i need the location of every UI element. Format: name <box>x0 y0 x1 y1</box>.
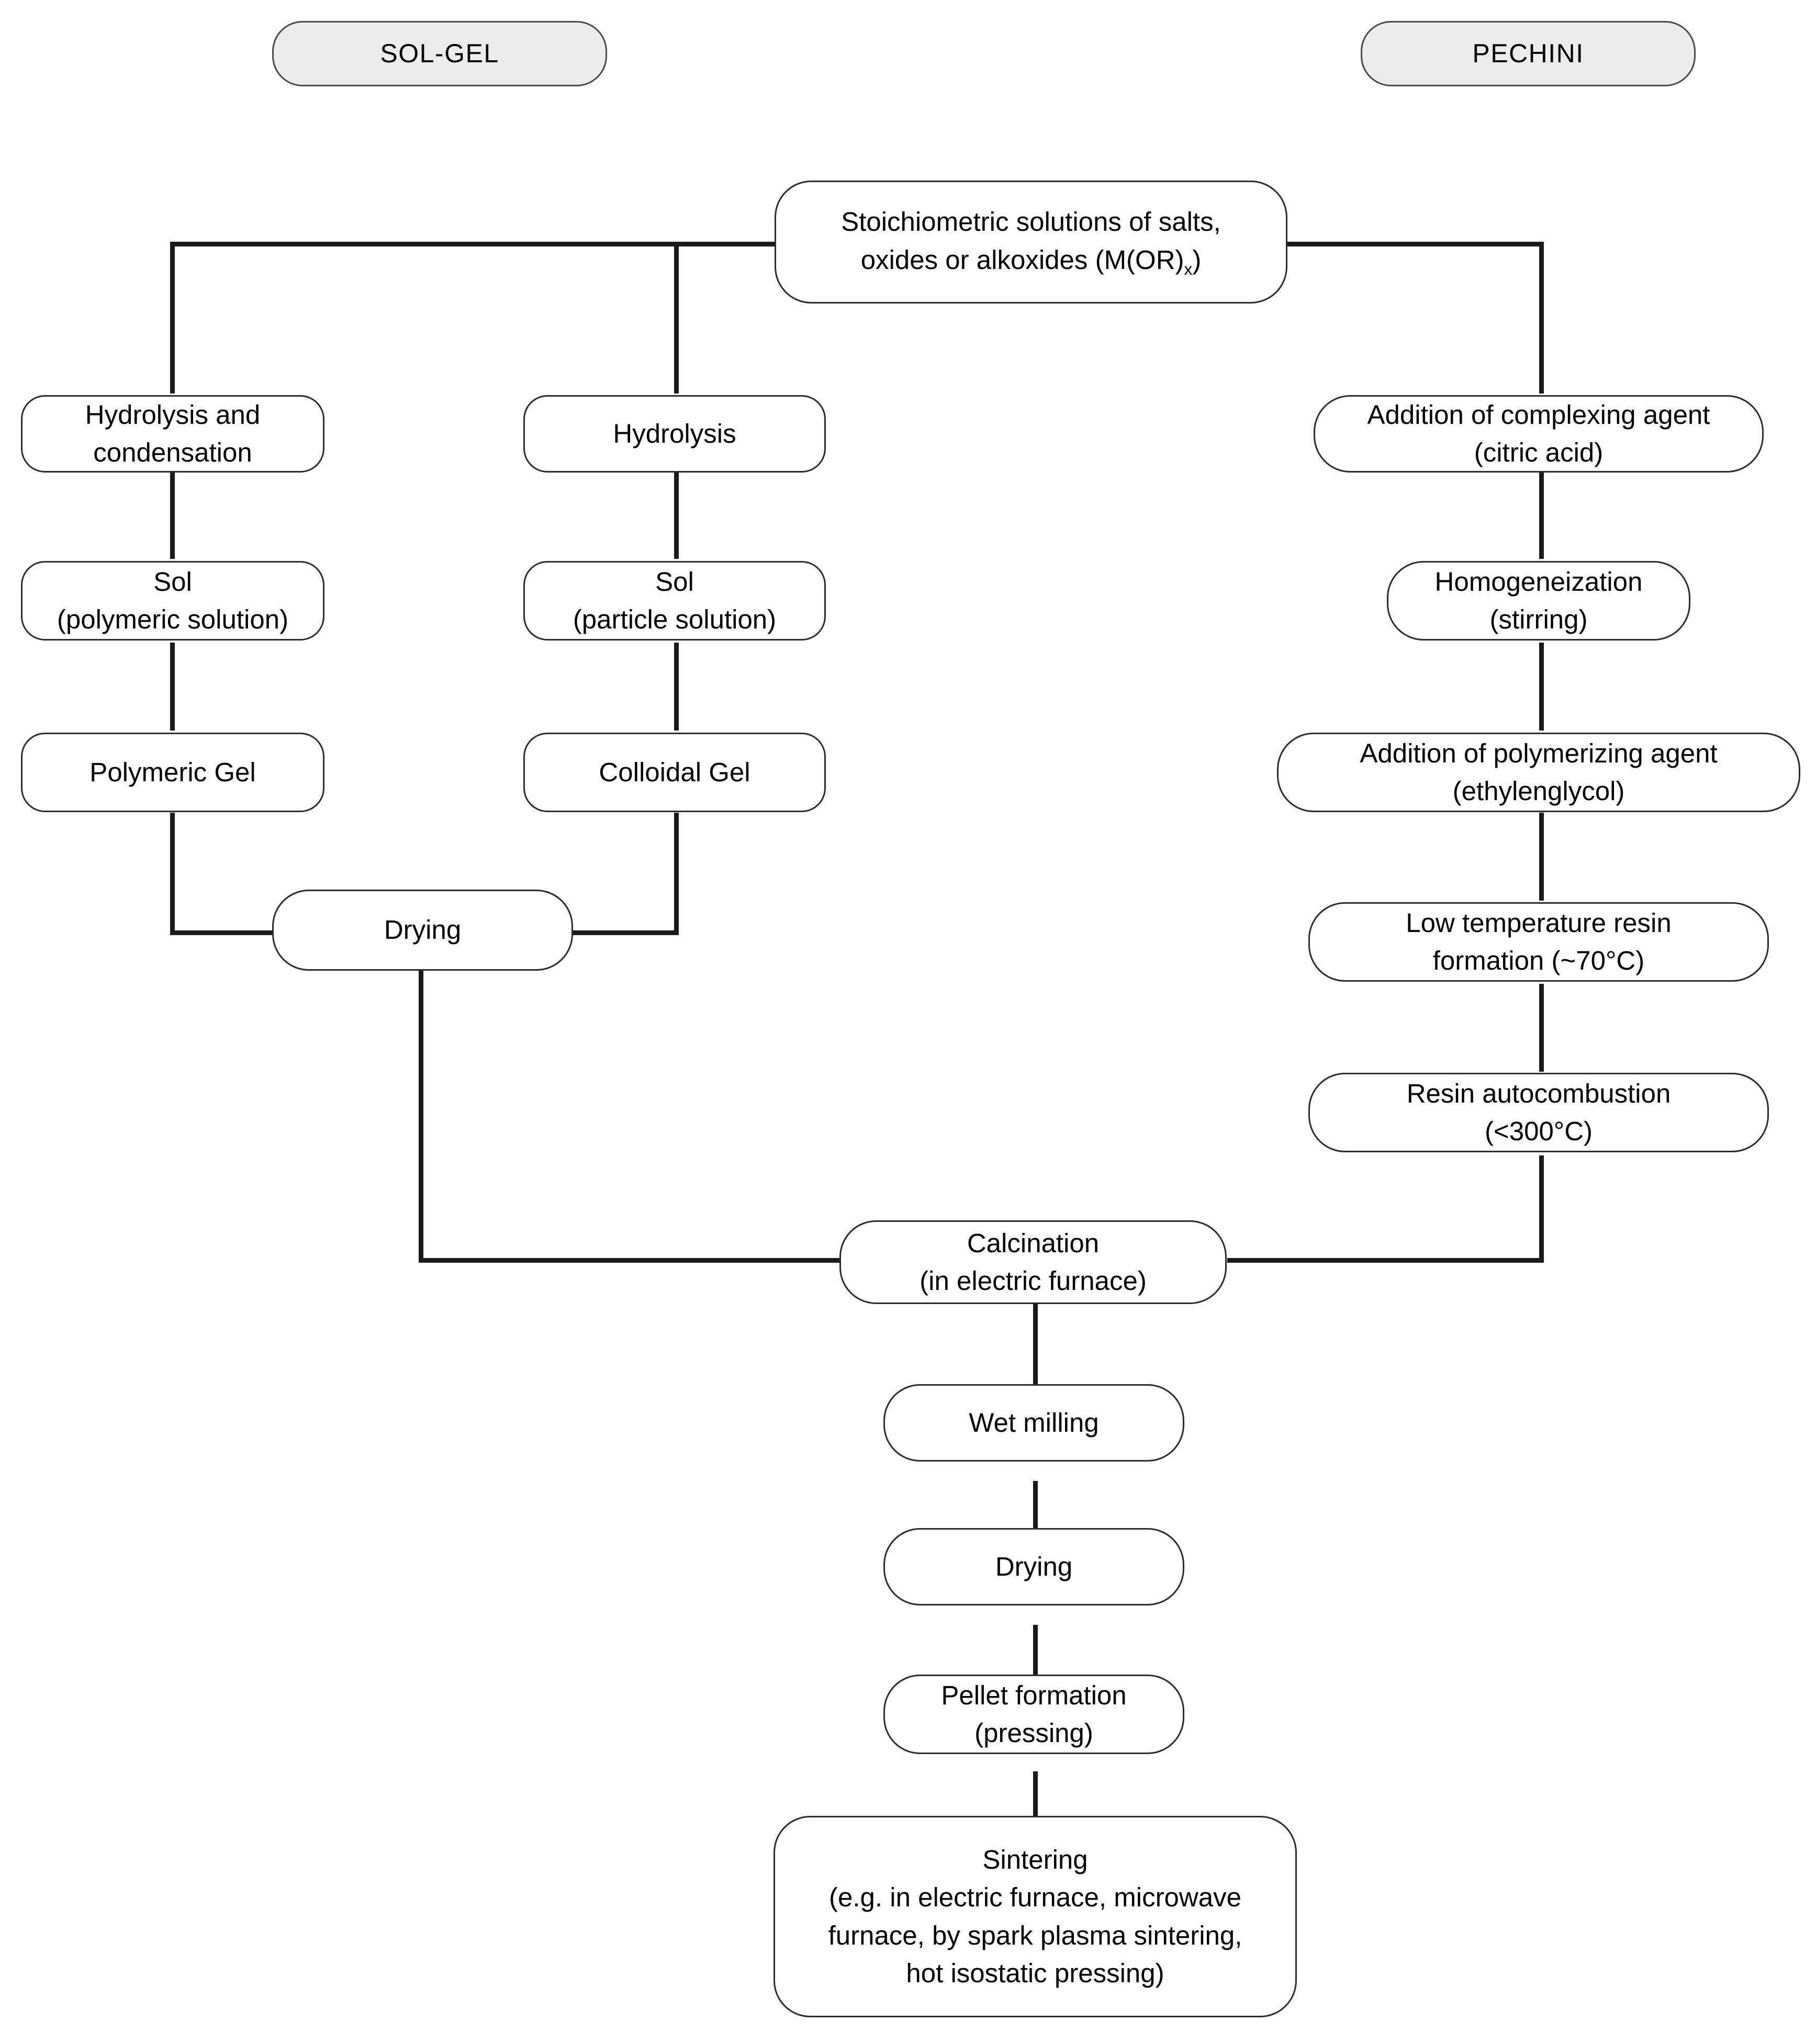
node-start-line2a: oxides or alkoxides (M(OR) <box>860 244 1184 275</box>
node-calcination-line1: Calcination <box>967 1228 1100 1258</box>
node-sol-particle[interactable]: Sol (particle solution) <box>523 561 826 641</box>
node-homogeneization-line1: Homogeneization <box>1434 566 1643 597</box>
node-hydrolysis-condensation-line1: Hydrolysis and <box>85 399 261 430</box>
node-resin-formation[interactable]: Low temperature resin formation (~70°C) <box>1308 902 1769 982</box>
node-wet-milling[interactable]: Wet milling <box>883 1384 1184 1462</box>
node-homogeneization-text: Homogeneization (stirring) <box>1396 563 1682 639</box>
node-resin-formation-line2: formation (~70°C) <box>1432 946 1645 975</box>
node-drying-main[interactable]: Drying <box>883 1528 1184 1605</box>
connector-resinformation-to-autocombustion <box>1539 984 1544 1072</box>
node-drying-left[interactable]: Drying <box>272 890 573 971</box>
node-complexing-agent-line1: Addition of complexing agent <box>1367 399 1710 430</box>
connector-sol2-to-colloidalgel <box>674 643 679 731</box>
connector-right-bus-to-complexing <box>1539 242 1544 394</box>
node-polymerizing-agent-line1: Addition of polymerizing agent <box>1360 738 1718 768</box>
connector-bus-to-hydrolysis-condensation <box>170 242 175 394</box>
header-pechini-label: PECHINI <box>1472 39 1584 68</box>
node-homogeneization[interactable]: Homogeneization (stirring) <box>1387 561 1690 641</box>
node-sol-particle-line2: (particle solution) <box>573 604 777 634</box>
connector-wetmilling-to-drying <box>1033 1481 1038 1554</box>
node-hydrolysis-condensation-text: Hydrolysis and condensation <box>30 396 316 472</box>
node-polymeric-gel-label: Polymeric Gel <box>89 757 256 787</box>
node-polymerizing-agent[interactable]: Addition of polymerizing agent (ethyleng… <box>1277 733 1800 812</box>
connector-right-into-drying <box>570 930 679 935</box>
node-sintering-line4: hot isostatic pressing) <box>906 1958 1164 1988</box>
node-sol-particle-line1: Sol <box>655 566 694 597</box>
node-pellet-formation[interactable]: Pellet formation (pressing) <box>883 1675 1184 1754</box>
node-autocombustion-text: Resin autocombustion (<300°C) <box>1317 1075 1760 1151</box>
connector-autocombustion-to-calcination <box>1227 1258 1544 1263</box>
node-complexing-agent-text: Addition of complexing agent (citric aci… <box>1322 396 1755 472</box>
connector-complexing-to-homogeneization <box>1539 471 1544 559</box>
header-sol-gel: SOL-GEL <box>272 21 607 86</box>
node-resin-formation-text: Low temperature resin formation (~70°C) <box>1317 904 1760 980</box>
node-hydrolysis-condensation-line2: condensation <box>93 437 252 467</box>
node-colloidal-gel-label: Colloidal Gel <box>599 757 750 787</box>
node-calcination[interactable]: Calcination (in electric furnace) <box>839 1220 1227 1304</box>
node-sintering-line2: (e.g. in electric furnace, microwave <box>829 1882 1241 1913</box>
connector-polymericgel-to-dryleft <box>170 813 175 933</box>
connector-polymerizing-to-resinformation <box>1539 813 1544 901</box>
node-hydrolysis[interactable]: Hydrolysis <box>523 395 826 473</box>
connector-homogeneization-to-polymerizing <box>1539 643 1544 731</box>
node-complexing-agent[interactable]: Addition of complexing agent (citric aci… <box>1314 395 1764 473</box>
connector-drying-to-pellet <box>1033 1625 1038 1698</box>
connector-start-to-left-bus <box>170 242 785 246</box>
connector-hydrolysis-to-sol2 <box>674 471 679 559</box>
connector-autocombustion-down <box>1539 1155 1544 1263</box>
node-resin-autocombustion[interactable]: Resin autocombustion (<300°C) <box>1308 1073 1769 1152</box>
node-start-subscript: x <box>1184 259 1193 278</box>
node-polymeric-gel[interactable]: Polymeric Gel <box>21 733 324 812</box>
connector-dryleft-down <box>419 957 423 1263</box>
node-sol-polymeric-line2: (polymeric solution) <box>57 604 289 634</box>
node-colloidal-gel[interactable]: Colloidal Gel <box>523 733 826 812</box>
node-calcination-text: Calcination (in electric furnace) <box>848 1225 1218 1300</box>
node-sintering-line3: furnace, by spark plasma sintering, <box>828 1920 1242 1950</box>
connector-colloidalgel-to-dryleft <box>674 813 679 933</box>
connector-start-to-right-bus <box>1282 242 1544 246</box>
node-autocombustion-line2: (<300°C) <box>1484 1116 1593 1146</box>
connector-bus-to-hydrolysis <box>674 242 679 394</box>
node-start-solutions[interactable]: Stoichiometric solutions of salts, oxide… <box>775 181 1287 304</box>
node-sintering-text: Sintering (e.g. in electric furnace, mic… <box>782 1841 1288 1993</box>
node-sol-particle-text: Sol (particle solution) <box>532 563 817 639</box>
node-sol-polymeric-line1: Sol <box>153 566 192 597</box>
node-polymerizing-agent-line2: (ethylenglycol) <box>1452 776 1625 806</box>
connector-calcination-to-wetmilling <box>1033 1303 1038 1397</box>
connector-left-into-drying <box>170 930 275 935</box>
node-pellet-formation-line2: (pressing) <box>974 1718 1093 1748</box>
node-drying-left-label: Drying <box>384 915 462 945</box>
node-sol-polymeric-text: Sol (polymeric solution) <box>30 563 316 639</box>
node-homogeneization-line2: (stirring) <box>1489 604 1588 634</box>
node-hydrolysis-and-condensation[interactable]: Hydrolysis and condensation <box>21 395 324 473</box>
node-calcination-line2: (in electric furnace) <box>920 1266 1147 1296</box>
node-autocombustion-line1: Resin autocombustion <box>1406 1078 1671 1108</box>
node-start-line2b: ) <box>1192 244 1202 275</box>
node-hydrolysis-label: Hydrolysis <box>613 418 736 448</box>
node-resin-formation-line1: Low temperature resin <box>1406 907 1672 938</box>
node-polymerizing-agent-text: Addition of polymerizing agent (ethyleng… <box>1286 735 1791 811</box>
node-drying-main-label: Drying <box>995 1551 1073 1581</box>
header-sol-gel-label: SOL-GEL <box>380 39 499 68</box>
node-wet-milling-label: Wet milling <box>969 1407 1099 1437</box>
node-sol-polymeric[interactable]: Sol (polymeric solution) <box>21 561 324 641</box>
node-sintering[interactable]: Sintering (e.g. in electric furnace, mic… <box>774 1816 1297 2017</box>
node-pellet-formation-text: Pellet formation (pressing) <box>892 1677 1175 1753</box>
header-pechini: PECHINI <box>1361 21 1696 86</box>
node-start-solutions-text: Stoichiometric solutions of salts, oxide… <box>783 203 1279 281</box>
node-complexing-agent-line2: (citric acid) <box>1474 437 1604 467</box>
connector-sol-to-polymericgel <box>170 643 175 731</box>
node-pellet-formation-line1: Pellet formation <box>941 1680 1127 1710</box>
node-start-line1: Stoichiometric solutions of salts, <box>841 207 1221 237</box>
connector-pellet-to-sintering <box>1033 1771 1038 1829</box>
node-sintering-line1: Sintering <box>982 1844 1088 1874</box>
connector-dryleft-to-calcination <box>419 1258 843 1263</box>
connector-hydrolysiscond-to-sol <box>170 471 175 559</box>
